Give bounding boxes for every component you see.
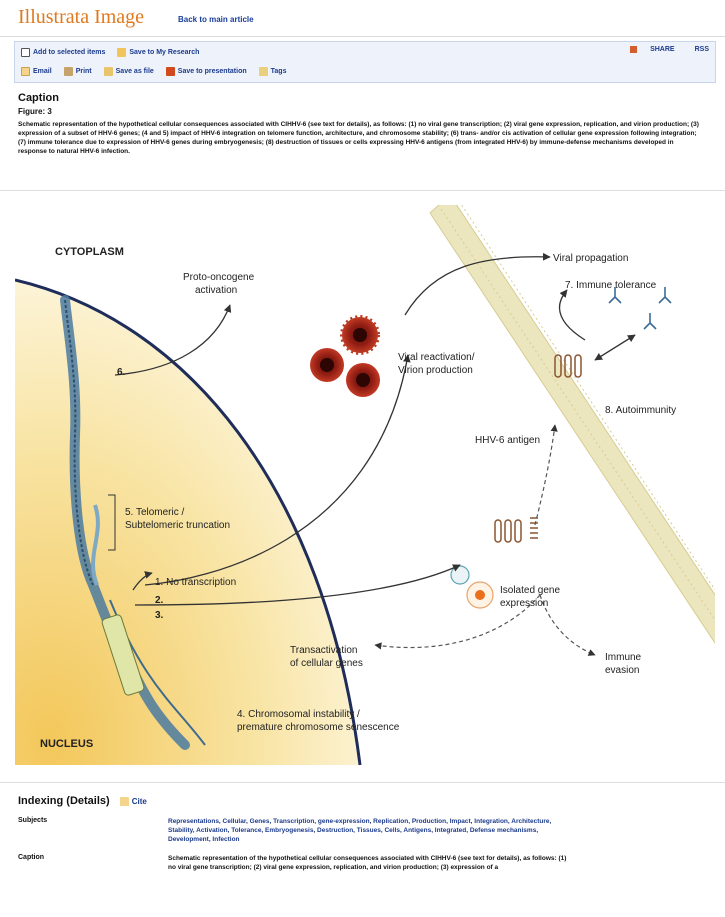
figure-label: Figure: 3 [18,107,708,116]
caption-row: Caption Schematic representation of the … [18,854,708,872]
header: Illustrata Image Back to main article [0,0,725,37]
email-button[interactable]: Email [21,67,52,76]
autoimmunity-label: 8. Autoimmunity [605,405,676,416]
subtelomeric-label: Subtelomeric truncation [125,520,230,531]
email-icon [21,67,30,76]
immune-tolerance-label: 7. Immune tolerance [565,280,657,291]
share-icon [630,46,637,53]
antibody-icons [609,287,671,329]
step-2-label: 2. [155,595,164,606]
isolated-gene-label: Isolated gene [500,585,560,596]
toolbar-right: SHARE RSS [610,46,709,53]
virus-particles [310,317,380,397]
cell-icons [451,566,493,608]
no-transcription-label: 1. No transcription [155,577,236,588]
print-button[interactable]: Print [64,67,92,76]
subjects-label: Subjects [18,817,168,844]
tag-icon [259,67,268,76]
cite-button[interactable]: Cite [120,797,147,806]
share-button[interactable]: SHARE [620,46,675,53]
share-label: SHARE [650,46,675,53]
add-to-selected-label: Add to selected items [33,49,105,56]
presentation-icon [166,67,175,76]
indexing-heading: Indexing (Details) Cite [18,795,708,807]
save-to-research-label: Save to My Research [129,49,199,56]
add-to-selected-button[interactable]: Add to selected items [21,48,105,57]
divider [0,190,725,191]
back-to-article-link[interactable]: Back to main article [178,15,254,24]
toolbar: Add to selected items Save to My Researc… [14,41,716,83]
indexing-section: Indexing (Details) Cite Subjects Represe… [18,795,708,872]
evasion-label: evasion [605,665,639,676]
virion-production-label: Virion production [398,365,473,376]
nucleus-label: NUCLEUS [40,738,93,750]
caption-section: Caption Figure: 3 Schematic representati… [18,92,708,156]
transactivation-label: Transactivation [290,645,357,656]
immune-label: Immune [605,652,642,663]
toolbar-row-2: Email Print Save as file Save to present… [15,62,292,80]
indexing-title: Indexing (Details) [18,795,110,807]
save-to-presentation-label: Save to presentation [178,68,247,75]
email-label: Email [33,68,52,75]
tags-button[interactable]: Tags [259,67,287,76]
caption-text: Schematic representation of the hypothet… [18,120,703,156]
viral-reactivation-label: Viral reactivation/ [398,352,475,363]
figure-illustration: CYTOPLASM NUCLEUS Proto-oncogene activat… [15,205,715,775]
proto-oncogene-label: Proto-oncogene [183,272,255,283]
caption-index-label: Caption [18,854,168,872]
save-to-research-button[interactable]: Save to My Research [117,48,199,57]
subjects-links[interactable]: Representations, Cellular, Genes, Transc… [168,817,568,844]
chromosomal-instability-label: 4. Chromosomal instability / [237,709,360,720]
figure-image: CYTOPLASM NUCLEUS Proto-oncogene activat… [15,205,715,775]
save-icon [104,67,113,76]
folder-icon [117,48,126,57]
caption-heading: Caption [18,92,708,104]
print-icon [64,67,73,76]
caption-index-value: Schematic representation of the hypothet… [168,854,568,872]
subjects-row: Subjects Representations, Cellular, Gene… [18,817,708,844]
save-to-presentation-button[interactable]: Save to presentation [166,67,247,76]
rss-label: RSS [695,46,709,53]
senescence-label: premature chromosome senescence [237,722,400,733]
save-as-file-button[interactable]: Save as file [104,67,154,76]
cite-icon [120,797,129,806]
tags-label: Tags [271,68,287,75]
print-label: Print [76,68,92,75]
activation-label: activation [195,285,237,296]
expression-label: expression [500,598,548,609]
step-3-label: 3. [155,610,164,621]
divider [0,782,725,783]
cite-label: Cite [132,797,147,806]
cell-membrane [430,205,715,643]
viral-propagation-label: Viral propagation [553,253,628,264]
save-as-file-label: Save as file [116,68,154,75]
hhv6-antigen-label: HHV-6 antigen [475,435,540,446]
app-title: Illustrata Image [18,6,144,29]
toolbar-row-1: Add to selected items Save to My Researc… [15,43,205,61]
rss-button[interactable]: RSS [685,46,709,53]
cytoplasm-label: CYTOPLASM [55,246,124,258]
dashed-arrows [375,425,595,655]
step-6-label: 6. [117,367,126,378]
telomeric-label: 5. Telomeric / [125,507,185,518]
checkbox-icon[interactable] [21,48,30,57]
cellular-genes-label: of cellular genes [290,658,363,669]
